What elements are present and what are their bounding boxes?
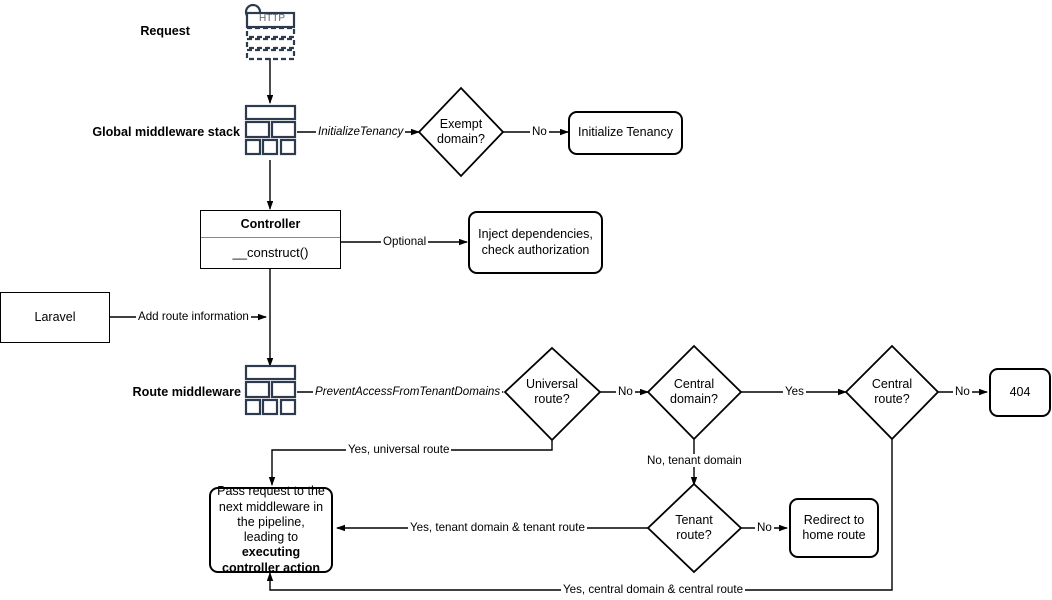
node-controller[interactable]: Controller __construct() bbox=[200, 210, 341, 269]
edge-label-prevent-access: PreventAccessFromTenantDomains bbox=[313, 385, 503, 398]
node-pass-request-bold: executing controller action bbox=[222, 545, 320, 575]
edge-label-exempt-no: No bbox=[530, 125, 549, 138]
node-controller-title: Controller bbox=[201, 211, 340, 238]
route-middleware-label: Route middleware bbox=[132, 385, 241, 399]
node-pass-request-text: Pass request to the next middleware in t… bbox=[217, 484, 325, 576]
edge-label-universal-no: No bbox=[616, 385, 635, 398]
node-404[interactable]: 404 bbox=[989, 368, 1051, 417]
node-redirect-home-text: Redirect to home route bbox=[802, 512, 866, 542]
node-inject-dependencies-text: Inject dependencies, check authorization bbox=[478, 227, 593, 257]
edge-label-central-route-no: No bbox=[953, 385, 972, 398]
node-redirect-home[interactable]: Redirect to home route bbox=[789, 498, 879, 558]
node-laravel[interactable]: Laravel bbox=[0, 292, 110, 343]
http-icon-text: HTTP bbox=[258, 13, 286, 24]
decision-central-domain-label: Central domain? bbox=[670, 377, 718, 407]
decision-exempt-domain-label: Exempt domain? bbox=[437, 117, 485, 147]
global-middleware-stack-label: Global middleware stack bbox=[92, 125, 240, 139]
node-pass-request-plain: Pass request to the next middleware in t… bbox=[217, 484, 325, 544]
node-404-text: 404 bbox=[1009, 384, 1031, 399]
node-controller-method: __construct() bbox=[232, 245, 309, 260]
edge-label-yes-tenant-domain-tenant-route: Yes, tenant domain & tenant route bbox=[408, 521, 587, 534]
node-initialize-tenancy[interactable]: Initialize Tenancy bbox=[568, 111, 683, 155]
edge-label-tenant-route-no: No bbox=[755, 521, 774, 534]
decision-central-route-label: Central route? bbox=[871, 377, 913, 407]
route-middleware-stack-icon bbox=[244, 364, 297, 416]
edge-label-no-tenant-domain: No, tenant domain bbox=[645, 454, 744, 467]
request-label: Request bbox=[140, 24, 190, 38]
node-pass-request[interactable]: Pass request to the next middleware in t… bbox=[209, 484, 333, 576]
decision-universal-route-label: Universal route? bbox=[525, 377, 579, 407]
node-initialize-tenancy-text: Initialize Tenancy bbox=[578, 125, 673, 140]
node-laravel-text: Laravel bbox=[34, 309, 76, 324]
edge-label-yes-central-domain-central-route: Yes, central domain & central route bbox=[561, 583, 746, 596]
edge-label-initialize-tenancy: InitializeTenancy bbox=[316, 125, 406, 138]
global-middleware-stack-icon bbox=[244, 104, 297, 156]
edge-label-central-domain-yes: Yes bbox=[783, 385, 806, 398]
node-inject-dependencies[interactable]: Inject dependencies, check authorization bbox=[468, 211, 603, 274]
decision-tenant-route-label: Tenant route? bbox=[675, 513, 713, 543]
edge-label-optional: Optional bbox=[381, 235, 429, 248]
edge-label-add-route-information: Add route information bbox=[136, 310, 251, 323]
edge-label-yes-universal-route: Yes, universal route bbox=[346, 443, 452, 456]
